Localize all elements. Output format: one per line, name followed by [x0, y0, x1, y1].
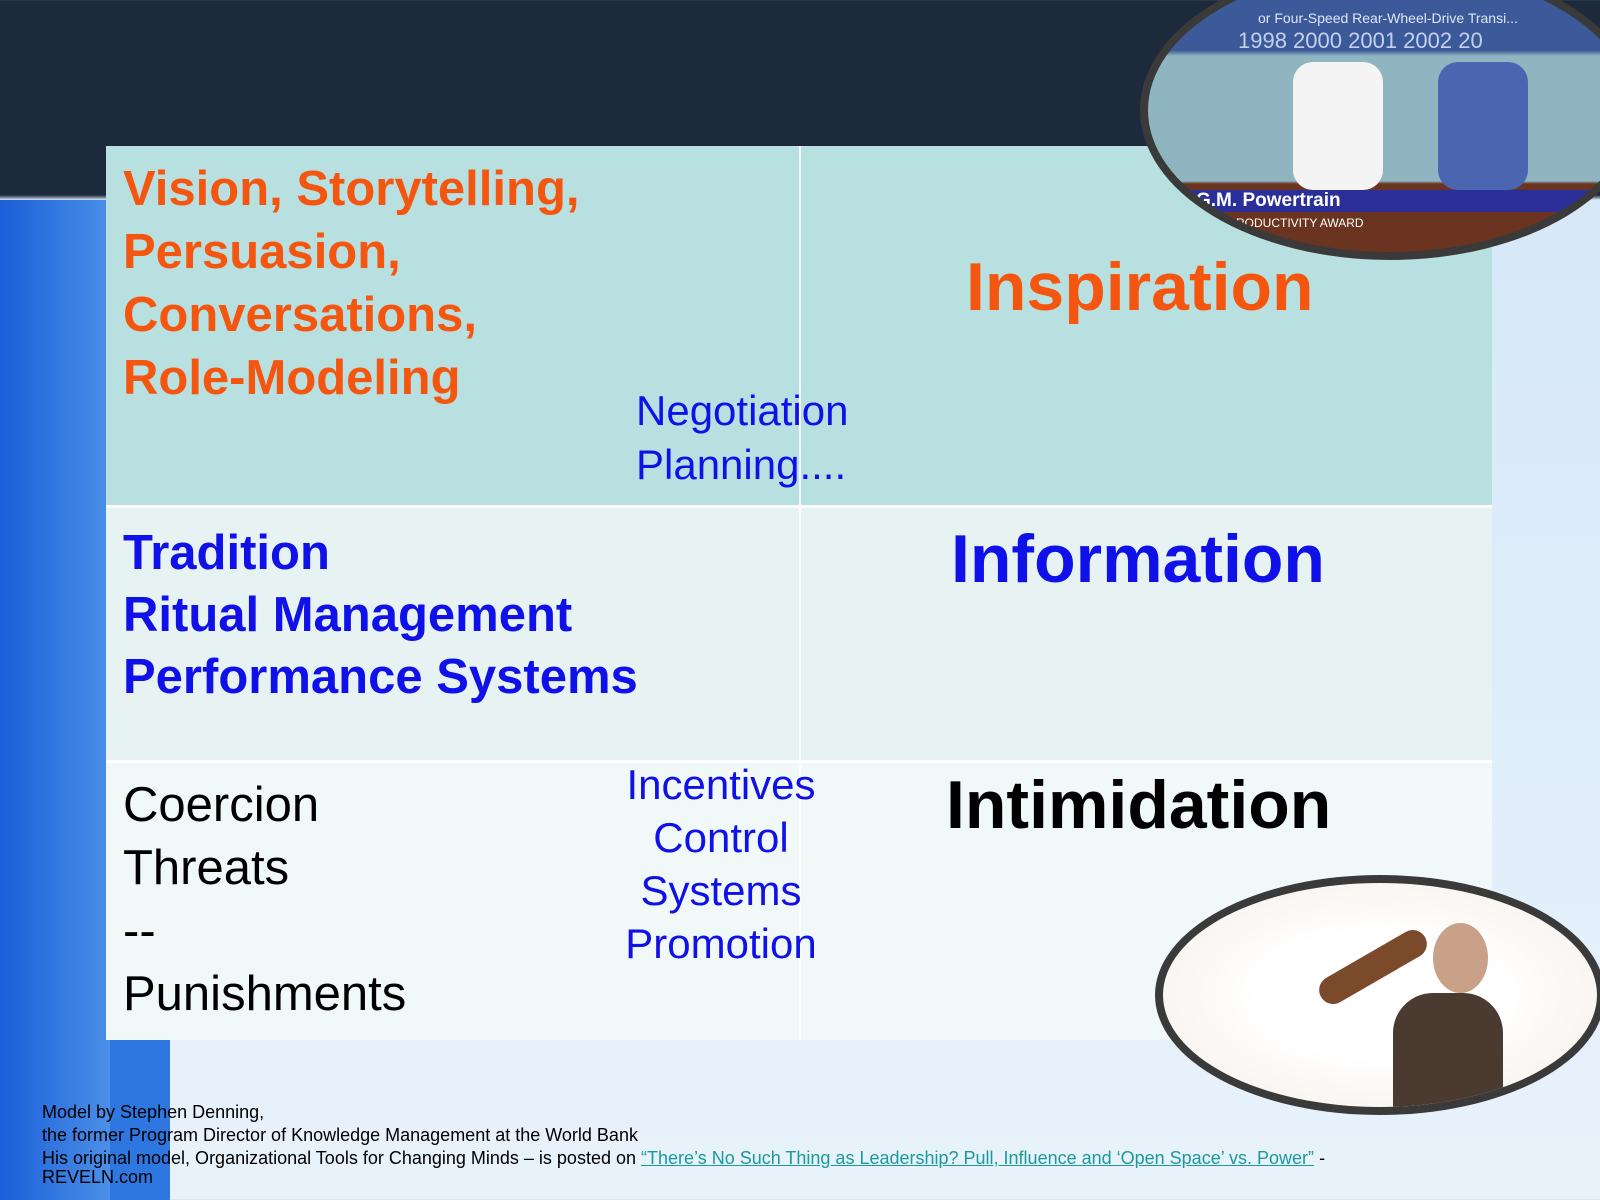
credit-line: the former Program Director of Knowledge…	[42, 1125, 638, 1145]
tool-text: Tradition	[123, 526, 330, 580]
head	[1433, 923, 1488, 993]
credit-line: REVELN.com	[42, 1167, 154, 1187]
photo-years-text: 1998 2000 2001 2002 20	[1238, 28, 1483, 53]
tool-text: Conversations,	[123, 288, 477, 342]
tool-text: --	[123, 904, 156, 958]
tool-text: Role-Modeling	[123, 351, 461, 405]
tool-text: Control	[653, 814, 789, 861]
torso	[1393, 993, 1503, 1107]
caption-bar	[1168, 190, 1600, 212]
photo-clock: 12:0	[1588, 194, 1600, 206]
tool-text: Performance Systems	[123, 650, 638, 704]
photo-banner-text: or Four-Speed Rear-Wheel-Drive Transi...	[1258, 10, 1518, 26]
tool-text: Negotiation	[636, 387, 849, 434]
tool-text: Coercion	[123, 778, 320, 832]
inspiration-heading: Inspiration	[966, 249, 1314, 325]
intimidation-tools: Coercion Threats -- Punishments	[123, 774, 406, 1026]
intimidation-photo	[1155, 875, 1600, 1115]
footer-credits: Model by Stephen Denning, the former Pro…	[42, 1101, 1325, 1187]
article-link[interactable]: “There’s No Such Thing as Leadership? Pu…	[641, 1148, 1315, 1168]
information-heading: Information	[951, 521, 1325, 597]
tool-text: Incentives	[626, 761, 816, 808]
tool-text: Threats	[123, 841, 290, 895]
inspiration-tools: Vision, Storytelling, Persuasion, Conver…	[123, 158, 580, 410]
tool-text: Punishments	[123, 967, 407, 1021]
tool-text: Ritual Management	[123, 588, 573, 642]
tool-text: Planning....	[636, 441, 847, 488]
credit-line: His original model, Organizational Tools…	[42, 1147, 1325, 1170]
information-tools: Tradition Ritual Management Performance …	[123, 522, 638, 708]
credit-line: Model by Stephen Denning,	[42, 1102, 265, 1122]
person-blue-shirt	[1438, 62, 1528, 190]
background-blue-shape	[110, 1040, 170, 1200]
tool-text: Promotion	[625, 920, 817, 967]
tool-text: Systems	[640, 867, 802, 914]
intimidation-heading: Intimidation	[946, 767, 1332, 843]
credit-text: -	[1314, 1148, 1326, 1168]
incentive-tools: Incentives Control Systems Promotion	[621, 758, 821, 970]
photo-subcaption: PRODUCTIVITY AWARD	[1228, 216, 1364, 230]
column-divider	[799, 146, 801, 1040]
background-blue-shape	[0, 200, 110, 1200]
tool-text: Vision, Storytelling,	[123, 162, 580, 216]
credit-text: His original model, Organizational Tools…	[42, 1148, 641, 1168]
person-white-shirt	[1293, 62, 1383, 190]
negotiation-tools: Negotiation Planning....	[636, 384, 848, 492]
photo-caption: G.M. Powertrain	[1196, 190, 1341, 211]
tool-text: Persuasion,	[123, 225, 401, 279]
award-photo: or Four-Speed Rear-Wheel-Drive Transi...…	[1140, 0, 1600, 260]
